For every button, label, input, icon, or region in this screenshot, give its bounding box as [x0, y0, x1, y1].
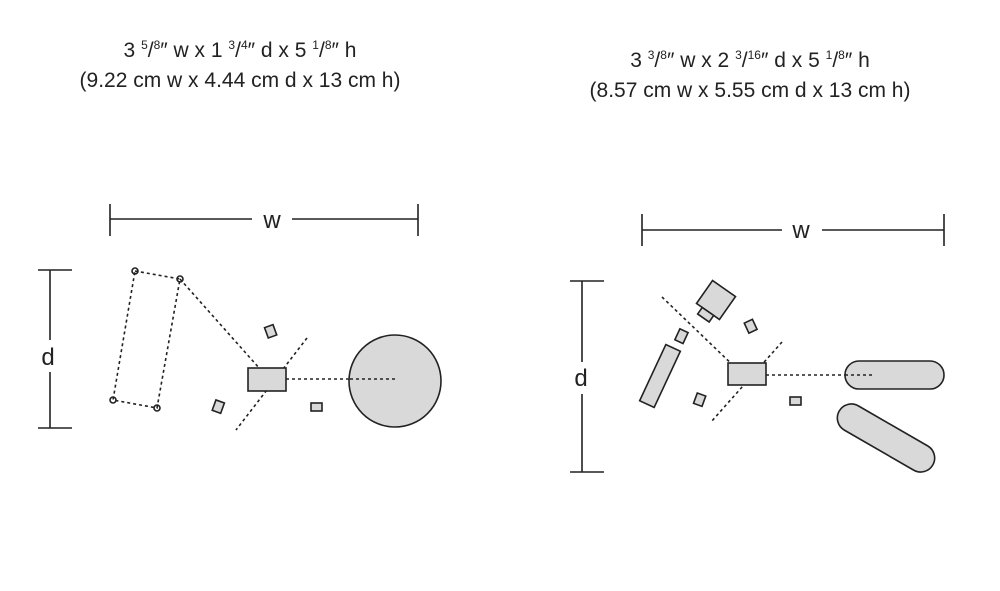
left-arm-line	[179, 278, 269, 379]
left-depth-dimension	[38, 269, 72, 429]
right-dimensions-inches: 3 3/8″ w x 2 3/16″ d x 5 1/8″ h	[630, 48, 870, 72]
right-diagram: w d	[570, 214, 945, 473]
left-small-block	[310, 402, 323, 412]
right-width-dimension	[641, 214, 945, 246]
left-cross-line	[235, 337, 308, 431]
left-depth-label: d	[41, 344, 54, 371]
right-dimensions-cm: (8.57 cm w x 5.55 cm d x 13 cm h)	[589, 79, 911, 102]
left-dimensions-cm: (9.22 cm w x 4.44 cm d x 13 cm h)	[79, 69, 401, 92]
left-small-block	[263, 323, 278, 340]
right-small-block	[743, 318, 759, 335]
left-dashed-frame	[112, 270, 181, 409]
right-arm-line	[661, 296, 741, 373]
right-lamp-head	[695, 279, 737, 324]
right-center-block	[727, 362, 767, 386]
left-dimensions-title: 3 5/8″ w x 1 3/4″ d x 5 1/8″ h (9.22 cm …	[40, 30, 440, 96]
right-small-block	[692, 391, 707, 408]
left-center-block	[247, 367, 287, 392]
right-arm-segment	[638, 343, 682, 409]
right-dimensions-title: 3 3/8″ w x 2 3/16″ d x 5 1/8″ h (8.57 cm…	[550, 40, 950, 106]
left-pivot-point	[153, 404, 161, 412]
left-round-base	[348, 334, 442, 428]
left-pivot-point	[109, 396, 117, 404]
right-joint-block	[673, 327, 690, 345]
right-small-block	[789, 396, 802, 406]
right-base-foot-angled	[836, 403, 936, 473]
left-diagram: w d	[38, 204, 442, 431]
left-pivot-point	[131, 267, 139, 275]
left-pivot-point	[176, 275, 184, 283]
right-depth-label: d	[574, 365, 587, 392]
right-depth-dimension	[570, 280, 604, 473]
left-small-block	[211, 398, 226, 415]
right-width-label: w	[791, 217, 810, 244]
left-width-dimension	[109, 204, 419, 236]
left-width-label: w	[262, 207, 281, 234]
left-dimensions-inches: 3 5/8″ w x 1 3/4″ d x 5 1/8″ h	[123, 38, 357, 62]
